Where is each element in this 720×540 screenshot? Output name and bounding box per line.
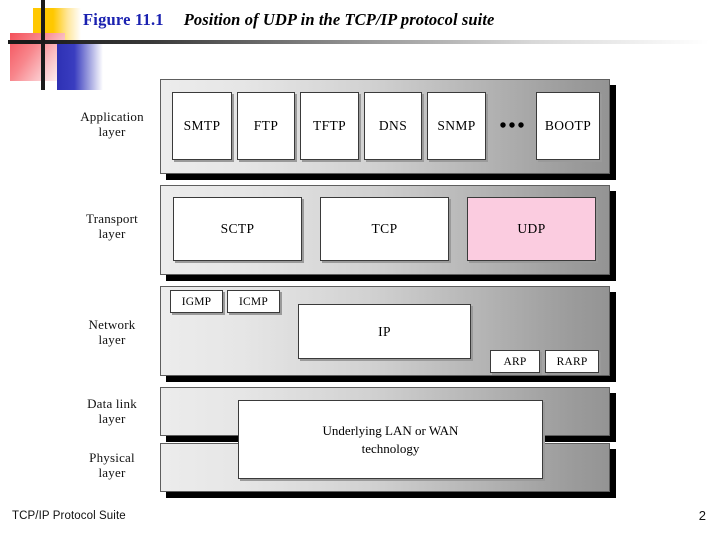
protocol-cell-arp-label: ARP xyxy=(503,355,527,368)
layer-label-application: Application layer xyxy=(66,109,158,139)
protocol-cell-igmp-label: IGMP xyxy=(181,295,212,308)
protocol-cell-icmp-label: ICMP xyxy=(239,295,268,308)
footer-title: TCP/IP Protocol Suite xyxy=(12,510,126,522)
protocol-cell-sctp-label: SCTP xyxy=(220,221,255,236)
protocol-cell-ftp[interactable]: FTP xyxy=(237,92,295,160)
layer-label-network: Network layer xyxy=(66,317,158,347)
layer-label-transport-line1: Transport xyxy=(86,211,138,226)
title-divider-rule xyxy=(31,40,709,44)
protocol-cell-snmp[interactable]: SNMP xyxy=(427,92,486,160)
page-number: 2 xyxy=(698,508,706,523)
protocol-cell-ip-label: IP xyxy=(378,323,391,339)
layer-label-physical-line2: layer xyxy=(98,464,126,480)
protocol-cell-rarp[interactable]: RARP xyxy=(545,350,599,373)
decoration-vertical-bar xyxy=(41,0,45,90)
protocol-cell-dns-label: DNS xyxy=(378,118,408,133)
layer-label-transport-line2: layer xyxy=(98,225,126,241)
ellipsis-icon: ••• xyxy=(499,115,527,137)
protocol-cell-bootp-label: BOOTP xyxy=(544,118,592,133)
decoration-blue-square xyxy=(57,42,103,90)
protocol-cell-igmp[interactable]: IGMP xyxy=(170,290,223,313)
layer-label-physical: Physical layer xyxy=(66,450,158,480)
protocol-cell-arp[interactable]: ARP xyxy=(490,350,540,373)
protocol-cell-icmp[interactable]: ICMP xyxy=(227,290,280,313)
underlying-technology-box[interactable]: Underlying LAN or WAN technology xyxy=(238,400,543,479)
layer-label-network-line2: layer xyxy=(98,331,126,347)
layer-label-application-line2: layer xyxy=(98,123,126,139)
figure-number: Figure 11.1 xyxy=(83,10,164,29)
underlying-technology-line2: technology xyxy=(361,440,420,456)
protocol-cell-udp-label: UDP xyxy=(517,221,546,236)
protocol-cell-rarp-label: RARP xyxy=(556,355,588,368)
protocol-cell-ip[interactable]: IP xyxy=(298,304,471,359)
protocol-cell-ftp-label: FTP xyxy=(253,118,279,133)
figure-caption: Position of UDP in the TCP/IP protocol s… xyxy=(183,10,495,29)
layer-label-data-link: Data link layer xyxy=(66,396,158,426)
protocol-cell-tftp[interactable]: TFTP xyxy=(300,92,359,160)
layer-label-data-link-line2: layer xyxy=(98,410,126,426)
protocol-cell-udp[interactable]: UDP xyxy=(467,197,596,261)
protocol-cell-tftp-label: TFTP xyxy=(312,118,347,133)
protocol-cell-smtp-label: SMTP xyxy=(183,118,221,133)
page-title: Figure 11.1 Position of UDP in the TCP/IP… xyxy=(83,10,494,30)
protocol-cell-tcp-label: TCP xyxy=(371,221,398,236)
layer-label-transport: Transport layer xyxy=(66,211,158,241)
protocol-cell-bootp[interactable]: BOOTP xyxy=(536,92,600,160)
layer-label-network-line1: Network xyxy=(88,317,136,332)
underlying-technology-line1: Underlying LAN or WAN xyxy=(322,422,459,438)
layer-label-data-link-line1: Data link xyxy=(87,396,137,411)
protocol-cell-smtp[interactable]: SMTP xyxy=(172,92,232,160)
layer-label-application-line1: Application xyxy=(80,109,144,124)
layer-label-physical-line1: Physical xyxy=(89,450,135,465)
protocol-cell-dns[interactable]: DNS xyxy=(364,92,422,160)
protocol-cell-sctp[interactable]: SCTP xyxy=(173,197,302,261)
protocol-cell-tcp[interactable]: TCP xyxy=(320,197,449,261)
protocol-cell-snmp-label: SNMP xyxy=(437,118,476,133)
